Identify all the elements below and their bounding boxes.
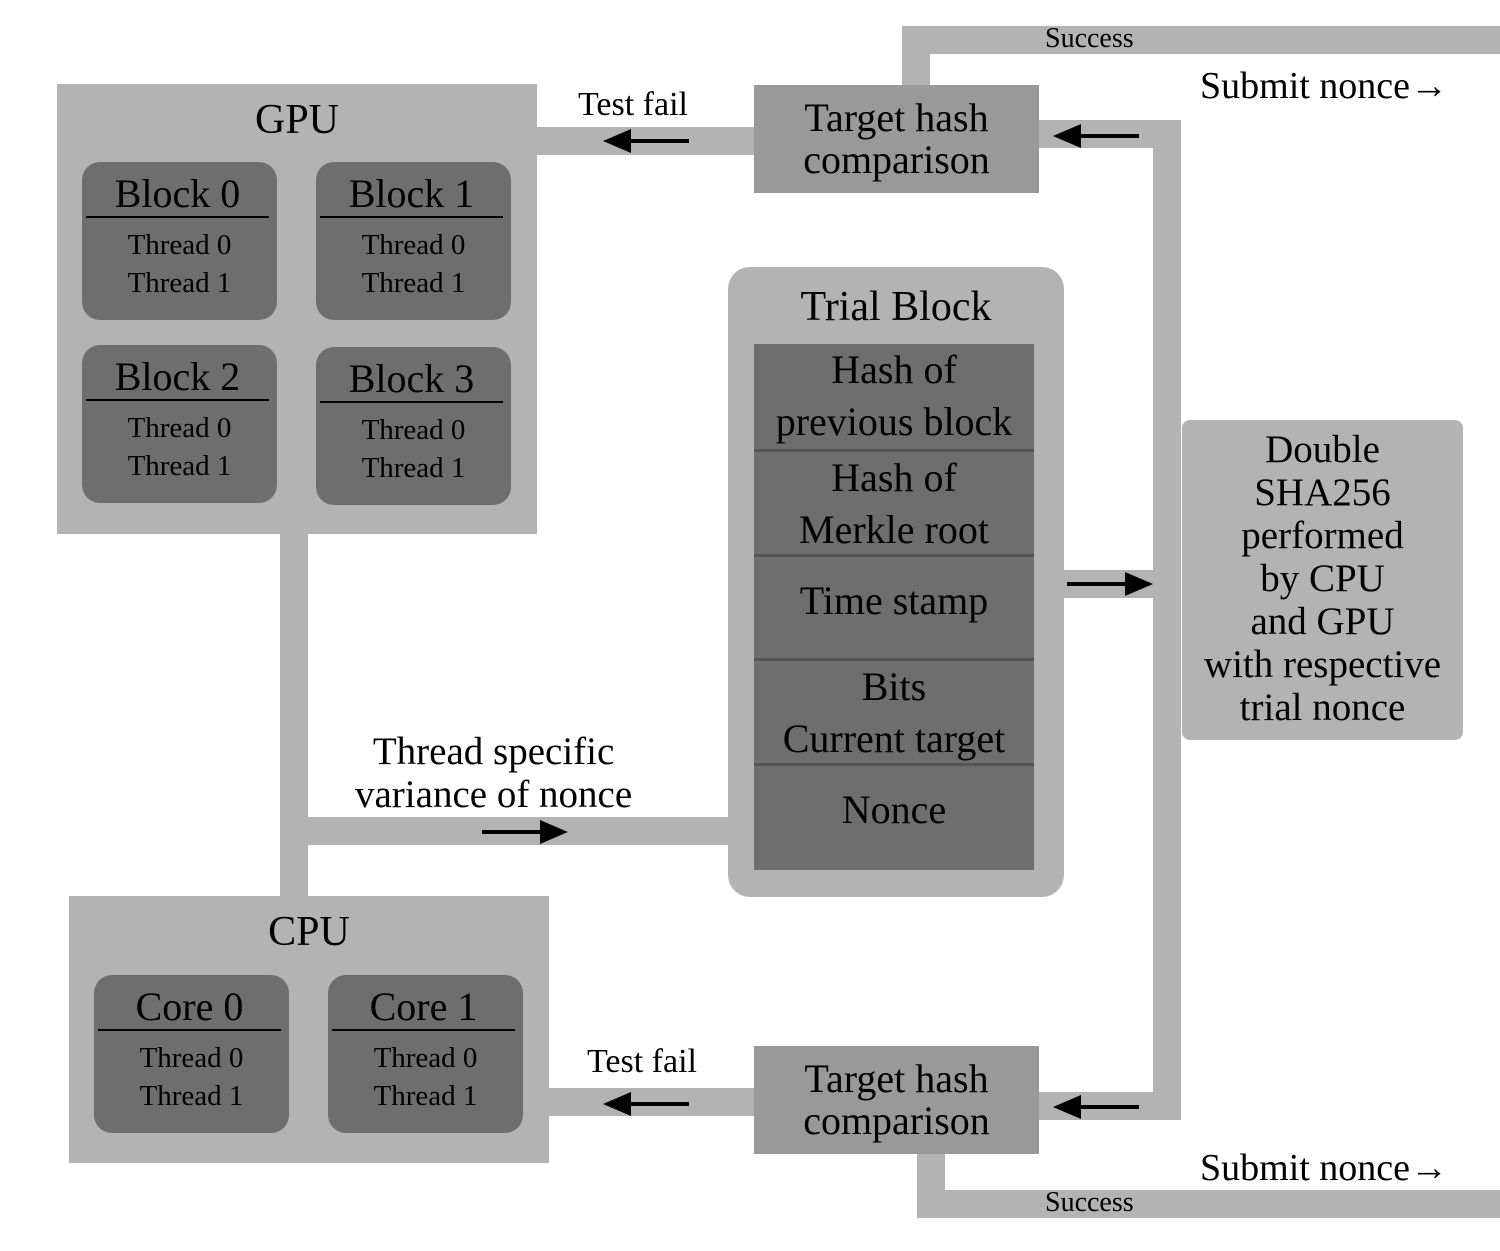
thread-label: Thread 1: [361, 452, 466, 484]
thread-label: Thread 0: [361, 414, 466, 446]
block-title: Block 0: [86, 172, 269, 218]
sha-line: with respective: [1203, 643, 1442, 686]
success-bottom-label: Success: [1045, 1187, 1134, 1218]
block-title: Block 1: [320, 172, 503, 218]
comparison-line: Target hash: [804, 1056, 989, 1101]
comparison-line: Target hash: [804, 95, 989, 140]
submit-nonce-top-label: Submit nonce→: [1200, 65, 1449, 107]
field-line: Current target: [782, 716, 1006, 761]
field-line: Hash of: [831, 455, 957, 500]
field-bits: Bits Current target: [754, 661, 1034, 766]
thread-label: Thread 0: [139, 1042, 244, 1074]
field-nonce: Nonce: [754, 766, 1034, 870]
right-vertical-connector: [1153, 120, 1181, 1120]
cpu-core-0: Core 0 Thread 0 Thread 1: [94, 975, 289, 1133]
sha-line: SHA256: [1254, 471, 1391, 514]
thread-label: Thread 0: [127, 229, 232, 261]
thread-label: Thread 0: [361, 229, 466, 261]
variance-line: Thread specific: [372, 730, 615, 773]
success-top-label: Success: [1045, 23, 1134, 54]
thread-label: Thread 1: [127, 267, 232, 299]
sha-line: performed: [1241, 514, 1404, 557]
gpu-block-0: Block 0 Thread 0 Thread 1: [82, 162, 277, 320]
core-title: Core 1: [332, 985, 515, 1031]
trial-block-title: Trial Block: [800, 284, 992, 330]
target-hash-comparison-bottom: Target hash comparison: [754, 1046, 1039, 1154]
target-hash-comparison-top: Target hash comparison: [754, 85, 1039, 193]
sha-line: Double: [1265, 428, 1380, 471]
gpu-block-3: Block 3 Thread 0 Thread 1: [316, 347, 511, 505]
thread-label: Thread 1: [127, 450, 232, 482]
thread-label: Thread 1: [361, 267, 466, 299]
field-line: Merkle root: [799, 507, 989, 552]
field-line: Hash of: [831, 347, 957, 392]
test-fail-bottom-label: Test fail: [587, 1043, 697, 1080]
sha-line: and GPU: [1250, 600, 1395, 643]
comparison-line: comparison: [803, 1098, 990, 1143]
arrow-test-fail-bottom: [603, 1090, 689, 1118]
success-top-horizontal: [902, 26, 1500, 54]
field-line: Time stamp: [799, 578, 989, 623]
trial-block-fields: Hash of previous block Hash of Merkle ro…: [754, 344, 1034, 870]
variance-line: variance of nonce: [355, 773, 633, 816]
arrow-feedback-top: [1053, 122, 1139, 150]
field-merkle-root: Hash of Merkle root: [754, 452, 1034, 557]
field-line: Nonce: [841, 787, 947, 832]
cpu-core-1: Core 1 Thread 0 Thread 1: [328, 975, 523, 1133]
arrow-nonce-variance: [482, 818, 568, 846]
arrow-feedback-bottom: [1053, 1093, 1139, 1121]
block-title: Block 2: [86, 355, 269, 401]
thread-label: Thread 1: [373, 1080, 478, 1112]
gpu-block-2: Block 2 Thread 0 Thread 1: [82, 345, 277, 503]
field-time-stamp: Time stamp: [754, 557, 1034, 661]
gpu-block-1: Block 1 Thread 0 Thread 1: [316, 162, 511, 320]
sha-line: by CPU: [1260, 557, 1385, 600]
field-line: previous block: [775, 399, 1013, 444]
arrow-test-fail-top: [603, 127, 689, 155]
thread-label: Thread 1: [139, 1080, 244, 1112]
submit-nonce-bottom-label: Submit nonce→: [1200, 1147, 1449, 1189]
thread-label: Thread 0: [127, 412, 232, 444]
gpu-title: GPU: [254, 97, 340, 143]
thread-label: Thread 0: [373, 1042, 478, 1074]
cpu-title: CPU: [268, 909, 350, 955]
field-previous-hash: Hash of previous block: [754, 344, 1034, 452]
field-line: Bits: [861, 664, 927, 709]
sha-line: trial nonce: [1239, 686, 1406, 729]
comparison-line: comparison: [803, 137, 990, 182]
test-fail-top-label: Test fail: [578, 86, 688, 123]
core-title: Core 0: [98, 985, 281, 1031]
double-sha256-box: Double SHA256 performed by CPU and GPU w…: [1182, 420, 1463, 740]
variance-label: Thread specific variance of nonce: [355, 730, 632, 816]
block-title: Block 3: [320, 357, 503, 403]
arrow-to-sha: [1067, 570, 1153, 598]
success-bottom-horizontal: [917, 1190, 1500, 1218]
